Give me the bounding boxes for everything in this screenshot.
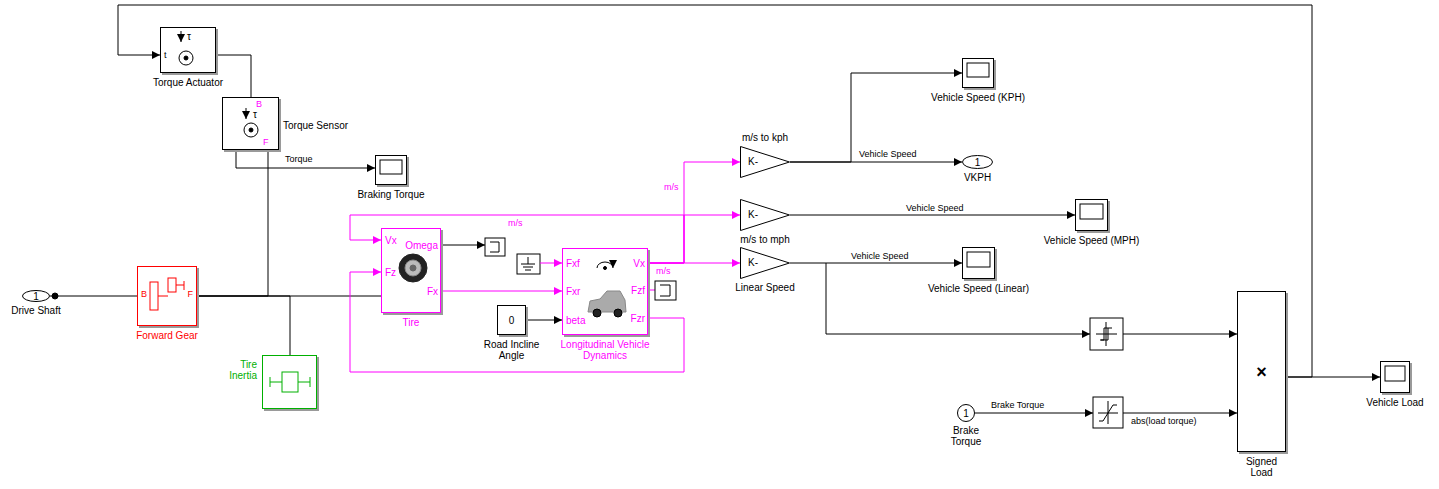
signal-line <box>648 263 740 264</box>
signal-line <box>790 73 962 162</box>
signal-label: Vehicle Speed <box>858 149 918 159</box>
block-text: VKPH <box>964 172 991 183</box>
block-text: Fxr <box>566 286 580 297</box>
block-text: K- <box>748 257 758 268</box>
block-text: × <box>1256 362 1267 382</box>
signal-line <box>790 263 962 264</box>
scope-block: Braking Torque <box>375 155 407 185</box>
signal-line <box>526 320 562 321</box>
signal-line <box>441 291 562 292</box>
scope-block: Vehicle Load <box>1380 361 1410 393</box>
block-text: F <box>263 137 269 148</box>
block-label: Vehicle Speed (Linear) <box>928 283 1029 294</box>
torque-sensor-block: Torque SensorBFτ <box>222 97 279 150</box>
block-text: τ <box>187 31 191 42</box>
signal-label: m/s <box>507 218 524 228</box>
block-text: Vx <box>633 258 645 269</box>
gain-block: K-Linear Speed <box>740 247 790 279</box>
block-text: K- <box>748 156 758 167</box>
signal-line <box>50 296 137 297</box>
signal-label: abs(load torque) <box>1130 416 1198 426</box>
product-block: ×Signed Load <box>1237 291 1286 452</box>
block-label: Vehicle Speed (MPH) <box>1044 235 1140 246</box>
constant-block: 0Road Incline Angle <box>497 305 526 335</box>
block-text: Fz <box>385 267 396 278</box>
inport-block: 1Drive Shaft <box>22 290 50 302</box>
signal-line <box>790 215 1075 216</box>
gear-block: Forward GearBF <box>137 266 197 326</box>
signal-label: Vehicle Speed <box>905 203 965 213</box>
block-label: Forward Gear <box>136 330 198 341</box>
inport-block: 1Brake Torque <box>957 404 975 422</box>
block-text: 0 <box>509 315 515 326</box>
block-text: beta <box>566 315 585 326</box>
block-text: Omega <box>405 240 438 251</box>
block-text: Brake Torque <box>944 425 989 447</box>
signal-line <box>648 162 740 263</box>
block-label: Torque Actuator <box>153 77 223 88</box>
block-text: F <box>188 289 194 300</box>
signal-line <box>790 162 962 163</box>
vehicle-dynamics-block: Longitudinal Vehicle DynamicsFxfFxrbetaV… <box>562 248 648 335</box>
signal-label: m/s <box>663 182 680 192</box>
signal-line <box>216 55 251 97</box>
block-label: Vehicle Speed (KPH) <box>931 92 1025 103</box>
signal-line <box>197 150 268 296</box>
signal-line <box>1286 377 1380 378</box>
gain-triangle <box>740 146 790 178</box>
scope-block: Vehicle Speed (MPH) <box>1075 199 1108 231</box>
block-text: B <box>256 99 262 110</box>
block-text: m/s to kph <box>742 132 788 143</box>
tire-block: TireVxFzOmegaFx <box>381 228 441 313</box>
block-text: 1 <box>963 408 969 419</box>
block-text: m/s to mph <box>740 234 789 245</box>
block-text: 1 <box>975 157 981 168</box>
block-label: Tire Inertia <box>219 359 257 381</box>
block-label: Tire <box>403 317 420 328</box>
gain-block: K-m/s to kph <box>740 146 790 178</box>
block-text: Fzf <box>631 285 645 296</box>
block-text: Fxf <box>566 258 580 269</box>
inertia-block: Tire Inertia <box>262 355 317 409</box>
signal-line <box>350 215 684 263</box>
block-text: K- <box>748 209 758 220</box>
block-text: Vx <box>385 235 397 246</box>
signal-line <box>197 296 290 355</box>
signal-line <box>236 150 375 168</box>
block-text: Drive Shaft <box>11 305 60 316</box>
gain-block: K-m/s to mph <box>740 199 790 231</box>
signal-label: m/s <box>655 266 672 276</box>
block-label: Vehicle Load <box>1366 397 1423 408</box>
block-text: t <box>164 50 167 61</box>
block-text: Fzr <box>631 313 645 324</box>
block-text: B <box>141 289 147 300</box>
gain-triangle <box>740 199 790 231</box>
scope-block: Vehicle Speed (KPH) <box>962 58 994 88</box>
block-text: Signed Load <box>1242 456 1282 478</box>
block-label: Braking Torque <box>357 189 424 200</box>
scope-block: Vehicle Speed (Linear) <box>962 247 995 279</box>
signal-line <box>118 5 1312 377</box>
gain-triangle <box>740 247 790 279</box>
block-label: Torque Sensor <box>283 120 348 131</box>
block-label: Longitudinal Vehicle Dynamics <box>560 339 650 361</box>
signal-label: Brake Torque <box>990 400 1045 410</box>
block-text: Fx <box>427 286 438 297</box>
signal-label: Vehicle Speed <box>850 251 910 261</box>
signal-line <box>350 272 684 372</box>
signal-label: Torque <box>284 154 314 164</box>
torque-actuator-block: Torque Actuatortτ <box>160 27 216 73</box>
block-text: τ <box>253 109 257 120</box>
signal-line <box>648 215 740 263</box>
outport-block: 1VKPH <box>962 155 993 169</box>
block-text: Linear Speed <box>735 282 795 293</box>
block-text: Road Incline Angle <box>477 339 547 361</box>
block-text: 1 <box>33 291 39 302</box>
